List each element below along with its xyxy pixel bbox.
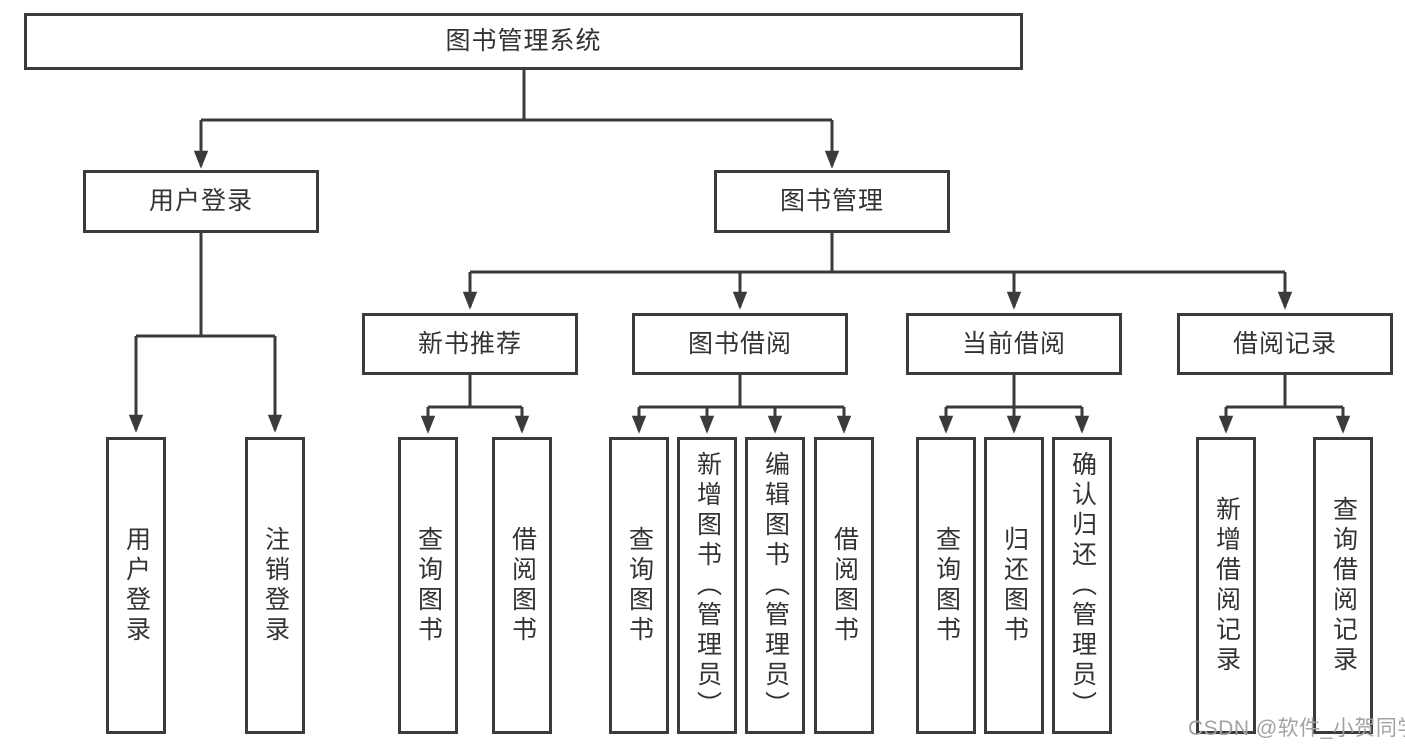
leaf-confirm-return-admin: 确认归还（管理员） xyxy=(1052,437,1112,734)
node-new-book-recommend: 新书推荐 xyxy=(362,313,578,375)
node-book-management: 图书管理 xyxy=(714,170,950,233)
node-current-borrow: 当前借阅 xyxy=(906,313,1122,375)
leaf-edit-book-admin: 编辑图书（管理员） xyxy=(745,437,805,734)
node-root: 图书管理系统 xyxy=(24,13,1023,70)
csdn-watermark: CSDN @软件_小贺同学 xyxy=(1188,717,1405,740)
leaf-borrow-books-2: 借阅图书 xyxy=(814,437,874,734)
leaf-query-books-3: 查询图书 xyxy=(916,437,976,734)
leaf-query-books-2: 查询图书 xyxy=(609,437,669,734)
leaf-add-book-admin: 新增图书（管理员） xyxy=(677,437,737,734)
leaf-query-books-1: 查询图书 xyxy=(398,437,458,734)
node-borrow-records: 借阅记录 xyxy=(1177,313,1393,375)
leaf-user-login: 用户登录 xyxy=(106,437,166,734)
node-book-borrow: 图书借阅 xyxy=(632,313,848,375)
leaf-add-borrow-record: 新增借阅记录 xyxy=(1196,437,1256,734)
leaf-query-borrow-record: 查询借阅记录 xyxy=(1313,437,1373,734)
node-user-login: 用户登录 xyxy=(83,170,319,233)
leaf-logout: 注销登录 xyxy=(245,437,305,734)
leaf-borrow-books-1: 借阅图书 xyxy=(492,437,552,734)
leaf-return-book: 归还图书 xyxy=(984,437,1044,734)
